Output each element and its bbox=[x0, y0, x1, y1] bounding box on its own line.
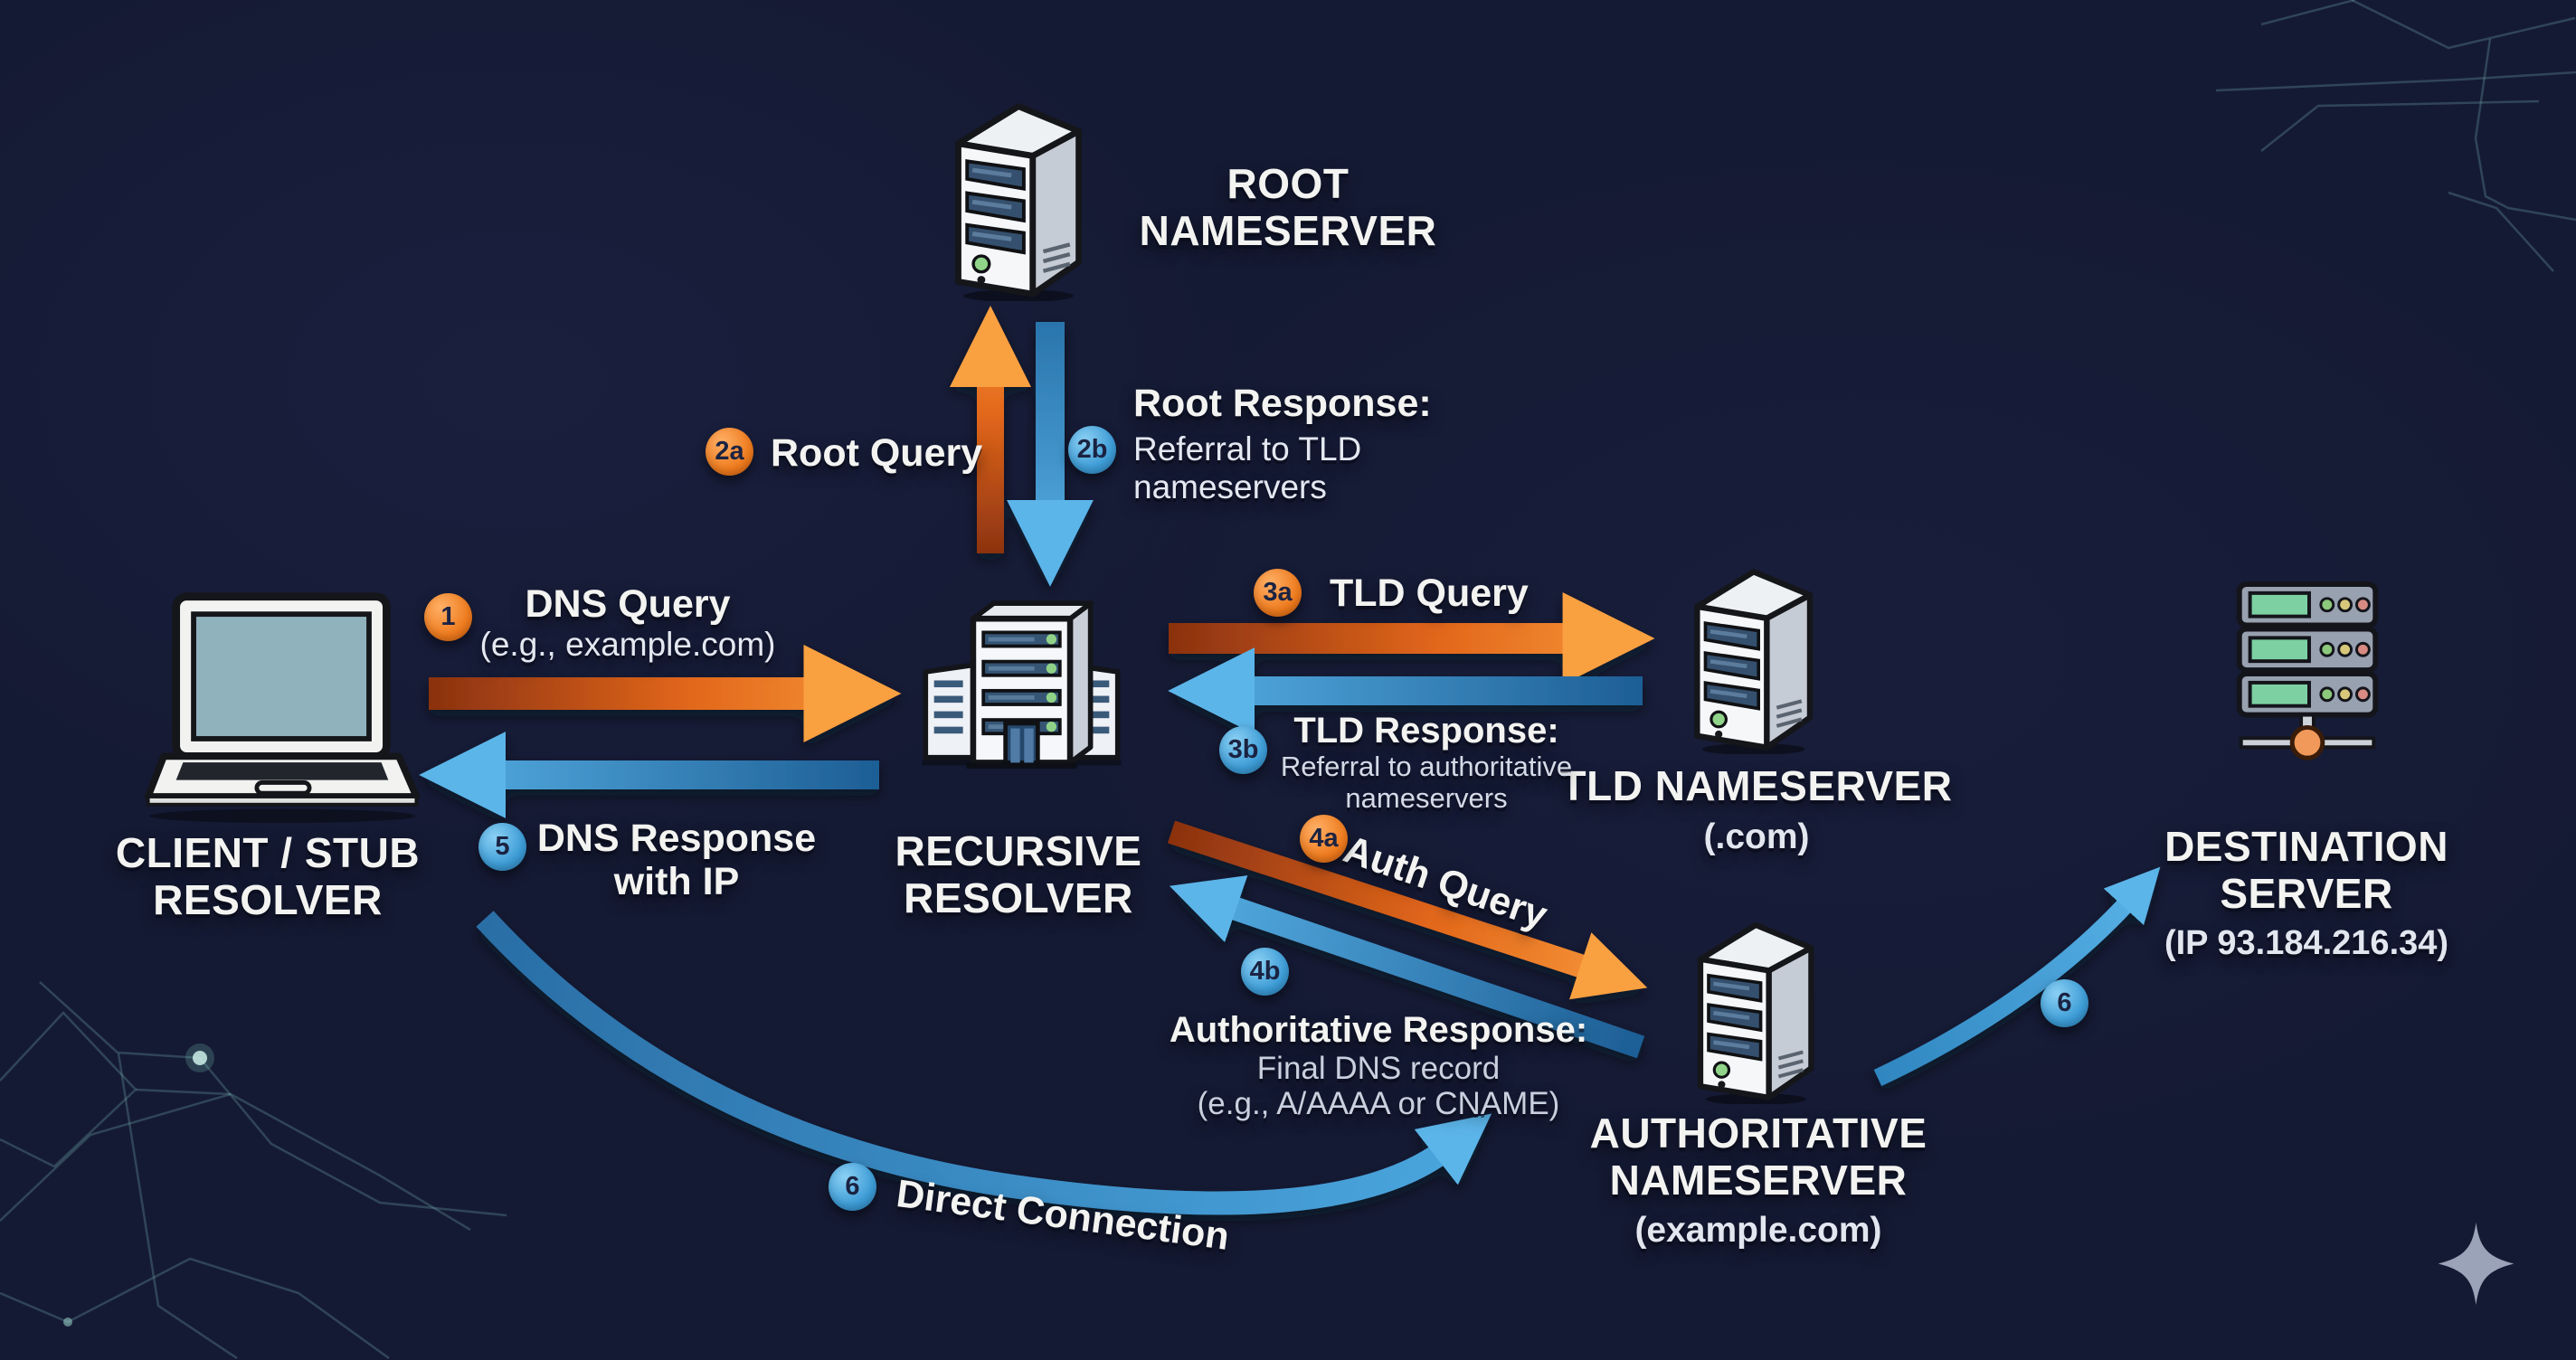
step-3b-line2: nameservers bbox=[1345, 781, 1508, 814]
circuit-node-dot bbox=[193, 1051, 207, 1065]
step-3b-badge: 3b bbox=[1219, 726, 1267, 774]
step-4a-badge: 4a bbox=[1300, 815, 1348, 863]
step-4b-label: Authoritative Response: Final DNS record… bbox=[1170, 1010, 1587, 1121]
authoritative-nameserver-label: AUTHORITATIVE NAMESERVER (example.com) bbox=[1590, 1110, 1927, 1251]
arrow-4b-authoritative-response bbox=[1169, 875, 1645, 1059]
destination-subtitle: (IP 93.184.216.34) bbox=[2164, 924, 2449, 963]
auth-title-line2: NAMESERVER bbox=[1609, 1156, 1908, 1204]
step-6-direct-badge: 6 bbox=[829, 1163, 876, 1211]
step-1-text: DNS Query bbox=[525, 582, 731, 626]
step-2b-label: Root Response: Referral to TLD nameserve… bbox=[1133, 382, 1432, 505]
tld-nameserver-icon bbox=[1681, 555, 1830, 754]
circuit-node-dot-small bbox=[63, 1318, 72, 1327]
resolver-title-line1: RECURSIVE bbox=[895, 827, 1142, 874]
step-5-label: DNS Response with IP bbox=[537, 817, 816, 903]
sparkle-icon bbox=[2438, 1222, 2514, 1306]
tld-subtitle: (.com) bbox=[1703, 817, 1810, 856]
step-4b-badge: 4b bbox=[1241, 948, 1289, 996]
auth-subtitle: (example.com) bbox=[1634, 1211, 1882, 1251]
step-1-subtext: (e.g., example.com) bbox=[479, 626, 776, 664]
client-label: CLIENT / STUB RESOLVER bbox=[115, 829, 421, 923]
step-5-subtext: with IP bbox=[613, 860, 740, 904]
step-6-destination-badge: 6 bbox=[2041, 979, 2088, 1027]
step-2a-badge: 2a bbox=[706, 428, 753, 476]
destination-title-line1: DESTINATION bbox=[2164, 823, 2448, 870]
destination-title-line2: SERVER bbox=[2220, 869, 2393, 917]
step-5-badge: 5 bbox=[478, 823, 526, 871]
destination-server-rack-icon bbox=[2214, 577, 2402, 774]
step-2b-line1: Referral to TLD bbox=[1133, 430, 1362, 468]
step-2b-badge: 2b bbox=[1068, 426, 1116, 474]
tld-title: TLD NAMESERVER bbox=[1560, 762, 1953, 809]
step-1-label: DNS Query (e.g., example.com) bbox=[480, 582, 776, 664]
step-3b-line1: Referral to authoritative bbox=[1280, 750, 1573, 782]
step-3b-label: TLD Response: Referral to authoritative … bbox=[1281, 711, 1572, 814]
root-nameserver-icon bbox=[939, 89, 1102, 301]
step-2a-label: Root Query bbox=[771, 431, 983, 475]
root-title-line1: ROOT bbox=[1226, 160, 1350, 207]
step-2b-heading: Root Response: bbox=[1133, 382, 1432, 425]
destination-server-label: DESTINATION SERVER (IP 93.184.216.34) bbox=[2164, 823, 2449, 963]
step-4b-line1: Final DNS record bbox=[1256, 1050, 1501, 1086]
step-4b-heading: Authoritative Response: bbox=[1169, 1010, 1588, 1050]
arrow-6-to-destination bbox=[1873, 866, 2161, 1087]
step-1-badge: 1 bbox=[424, 593, 472, 641]
recursive-resolver-label: RECURSIVE RESOLVER bbox=[895, 827, 1142, 921]
step-3a-label: TLD Query bbox=[1330, 571, 1529, 615]
arrow-6-direct-connection bbox=[476, 911, 1492, 1215]
recursive-resolver-icon bbox=[915, 590, 1128, 787]
arrow-4a-auth-query bbox=[1167, 820, 1648, 1000]
client-title-line1: CLIENT / STUB bbox=[115, 829, 421, 876]
step-3b-heading: TLD Response: bbox=[1293, 711, 1559, 751]
client-laptop-icon bbox=[137, 590, 427, 826]
step-3a-badge: 3a bbox=[1254, 569, 1302, 617]
tld-nameserver-label: TLD NAMESERVER (.com) bbox=[1560, 762, 1953, 856]
authoritative-nameserver-icon bbox=[1684, 908, 1831, 1105]
root-nameserver-label: ROOT NAMESERVER bbox=[1139, 160, 1437, 254]
resolver-title-line2: RESOLVER bbox=[904, 874, 1133, 921]
step-4b-line2: (e.g., A/AAAA or CNAME) bbox=[1197, 1085, 1560, 1121]
step-5-text: DNS Response bbox=[536, 817, 817, 860]
auth-title-line1: AUTHORITATIVE bbox=[1589, 1110, 1927, 1157]
root-title-line2: NAMESERVER bbox=[1139, 206, 1437, 254]
client-title-line2: RESOLVER bbox=[153, 875, 383, 923]
step-2b-line2: nameservers bbox=[1133, 468, 1327, 505]
